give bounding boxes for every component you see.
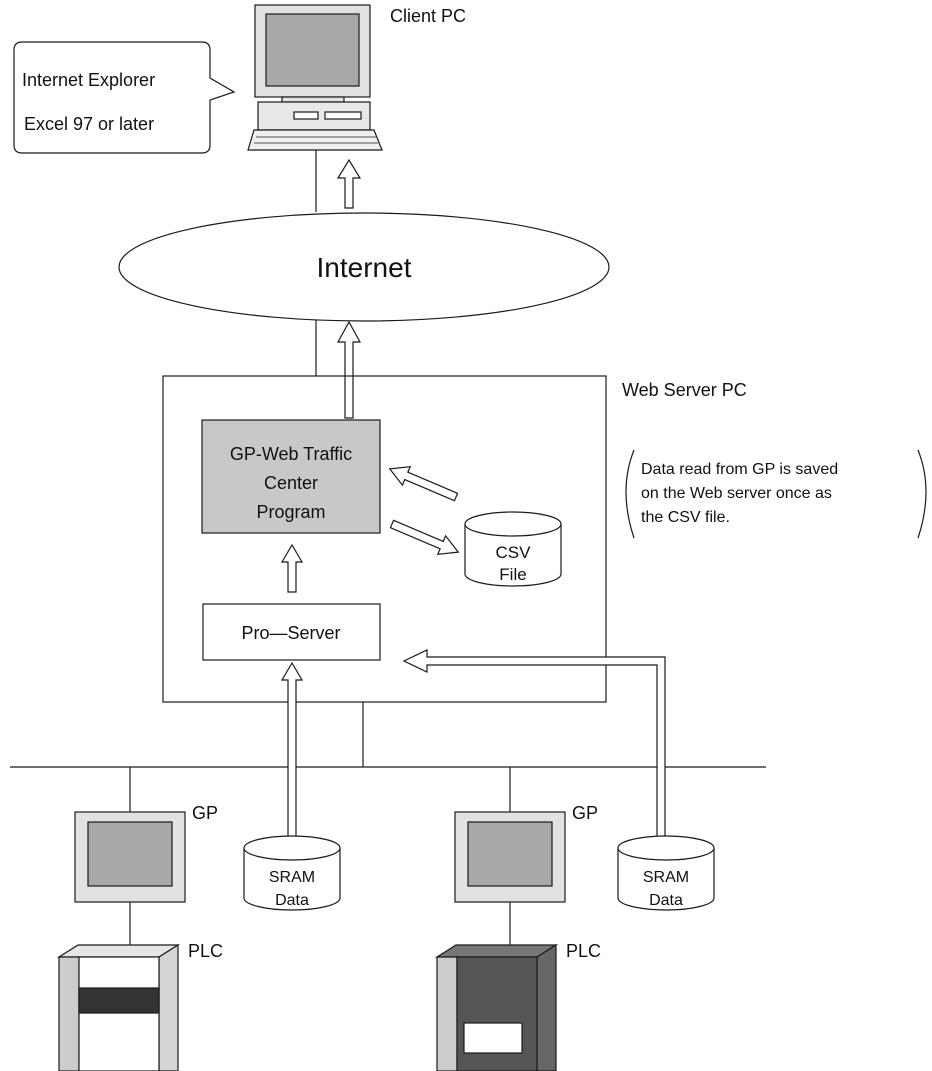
csv-file-cylinder — [464, 511, 562, 587]
note-left-paren — [625, 449, 635, 539]
client-pc-icon — [247, 4, 383, 151]
arrow-sram2-to-proserver-icon — [402, 649, 666, 849]
note-right-paren — [917, 449, 927, 539]
program-line-3: Program — [256, 502, 325, 522]
sram2-line-1: SRAM — [643, 869, 689, 886]
web-server-pc-box — [162, 375, 607, 703]
gp2-display-icon — [454, 811, 566, 903]
arrow-proserver-to-program-icon — [280, 543, 304, 593]
gp2-label: GP — [572, 803, 598, 823]
gp1-label: GP — [192, 803, 218, 823]
traffic-center-program-box — [201, 419, 381, 534]
web-server-pc-label: Web Server PC — [622, 380, 747, 400]
callout-line-internet-explorer: Internet Explorer — [22, 70, 155, 90]
plc2-label: PLC — [566, 941, 601, 961]
note-line-3: the CSV file. — [641, 509, 730, 526]
sram1-line-2: Data — [275, 892, 309, 909]
sram2-line-2: Data — [649, 892, 683, 909]
sram1-line-1: SRAM — [269, 869, 315, 886]
csv-line-1: CSV — [496, 543, 532, 562]
arrow-sram1-to-proserver-icon — [280, 661, 304, 849]
plc2-unit-icon — [434, 943, 559, 1071]
arrow-program-to-csv-icon — [389, 519, 460, 556]
internet-label: Internet — [317, 252, 412, 283]
gp1-display-icon — [74, 811, 186, 903]
program-line-1: GP-Web Traffic — [230, 444, 352, 464]
arrow-to-internet-icon — [336, 320, 362, 419]
pro-server-box — [202, 603, 381, 661]
note-line-1: Data read from GP is saved — [641, 461, 838, 478]
csv-line-2: File — [499, 565, 526, 584]
arrow-csv-to-program-icon — [388, 465, 459, 502]
pro-server-label: Pro—Server — [241, 623, 340, 643]
arrow-to-client-pc-icon — [336, 158, 362, 209]
internet-cloud — [118, 212, 610, 322]
callout-line-excel: Excel 97 or later — [24, 114, 154, 134]
sram1-data-cylinder — [243, 835, 341, 911]
client-software-callout — [13, 41, 236, 154]
note-line-2: on the Web server once as — [641, 485, 832, 502]
sram2-data-cylinder — [617, 835, 715, 911]
program-line-2: Center — [264, 473, 318, 493]
client-pc-label: Client PC — [390, 6, 466, 26]
plc1-unit-icon — [56, 943, 181, 1071]
plc1-label: PLC — [188, 941, 223, 961]
